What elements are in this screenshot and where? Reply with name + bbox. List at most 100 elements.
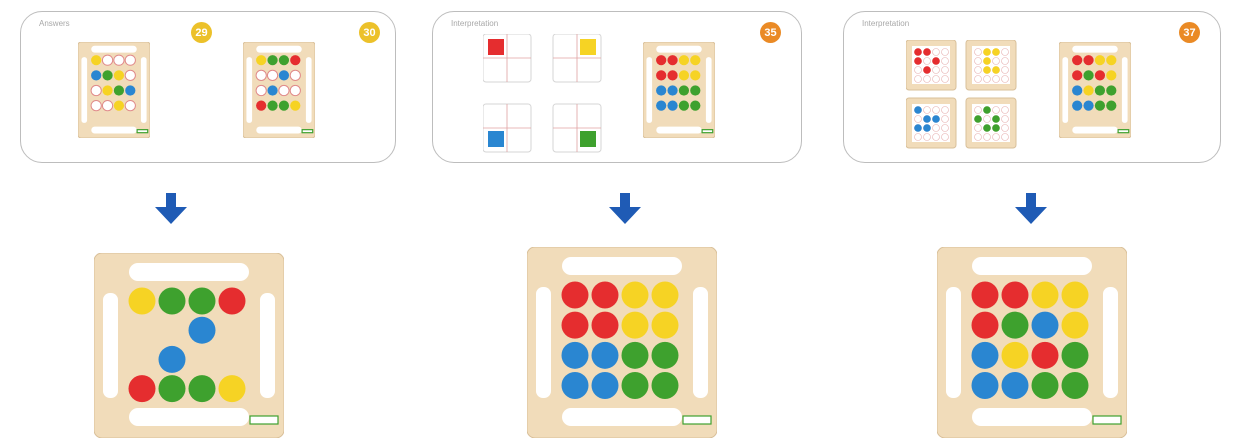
mini-peg-hole xyxy=(984,116,991,123)
down-arrow-icon xyxy=(608,193,642,225)
mini-peg-hole xyxy=(933,67,940,74)
color-square xyxy=(488,39,504,55)
board-peg xyxy=(667,55,677,65)
board-slot xyxy=(260,293,275,398)
mini-quadrant-boards xyxy=(906,40,1021,152)
board-peg xyxy=(279,55,289,65)
board-peg xyxy=(125,55,135,65)
board-peg xyxy=(656,70,666,80)
small-board xyxy=(643,42,715,138)
board-peg xyxy=(592,282,619,309)
board-peg xyxy=(267,85,277,95)
mini-peg-hole xyxy=(942,67,949,74)
small-board xyxy=(243,42,315,138)
puzzle-number-badge: 35 xyxy=(760,22,781,43)
board-slot xyxy=(656,127,701,134)
board-peg xyxy=(102,101,112,111)
board-peg xyxy=(679,70,689,80)
mini-peg xyxy=(923,124,931,132)
board-peg xyxy=(1062,372,1089,399)
board-peg xyxy=(102,55,112,65)
mini-peg-hole xyxy=(975,49,982,56)
mini-peg xyxy=(983,106,991,114)
board-slot xyxy=(129,263,249,281)
brand-sticker xyxy=(1118,130,1129,133)
mini-peg-hole xyxy=(924,58,931,65)
mini-peg-hole xyxy=(975,76,982,83)
board-peg xyxy=(972,312,999,339)
solution-board xyxy=(937,247,1127,438)
board-slot xyxy=(1103,287,1118,398)
mini-peg-hole xyxy=(975,58,982,65)
board-slot xyxy=(946,287,961,398)
mini-peg-hole xyxy=(975,107,982,114)
mini-peg-hole xyxy=(1002,125,1009,132)
mini-peg-hole xyxy=(993,107,1000,114)
board-peg xyxy=(114,55,124,65)
mini-peg-hole xyxy=(924,76,931,83)
down-arrow-icon xyxy=(154,193,188,225)
board-peg xyxy=(1002,312,1029,339)
board-peg xyxy=(690,70,700,80)
board-peg xyxy=(1095,85,1105,95)
board-peg xyxy=(125,85,135,95)
board-slot xyxy=(706,57,712,123)
mini-peg-hole xyxy=(993,134,1000,141)
mini-peg xyxy=(923,48,931,56)
board-slot xyxy=(1122,57,1128,123)
board-peg xyxy=(656,101,666,111)
board-peg xyxy=(114,85,124,95)
board-peg xyxy=(102,85,112,95)
board-peg xyxy=(1062,312,1089,339)
mini-peg-hole xyxy=(975,67,982,74)
board-peg xyxy=(592,312,619,339)
board-peg xyxy=(159,288,186,315)
board-peg xyxy=(1095,55,1105,65)
board-peg xyxy=(290,101,300,111)
board-peg xyxy=(1002,372,1029,399)
board-slot xyxy=(1062,57,1068,123)
board-peg xyxy=(1072,70,1082,80)
board-peg xyxy=(1095,70,1105,80)
board-peg xyxy=(1062,342,1089,369)
board-peg xyxy=(219,375,246,402)
board-peg xyxy=(256,101,266,111)
mini-peg xyxy=(983,66,991,74)
panel-label: Answers xyxy=(39,19,70,28)
board-peg xyxy=(189,288,216,315)
small-board xyxy=(78,42,150,138)
brand-sticker xyxy=(702,130,713,133)
mini-peg-hole xyxy=(1002,58,1009,65)
mini-peg-hole xyxy=(933,76,940,83)
mini-peg-hole xyxy=(942,134,949,141)
board-peg xyxy=(652,312,679,339)
board-peg xyxy=(562,372,589,399)
board-peg xyxy=(1032,282,1059,309)
mini-peg-hole xyxy=(1002,67,1009,74)
board-peg xyxy=(91,70,101,80)
board-peg xyxy=(256,55,266,65)
board-peg xyxy=(667,85,677,95)
board-peg xyxy=(219,288,246,315)
down-arrow-icon xyxy=(1014,193,1048,225)
board-peg xyxy=(972,342,999,369)
board-peg xyxy=(562,312,589,339)
board-peg xyxy=(1072,101,1082,111)
board-slot xyxy=(1072,46,1117,53)
mini-peg-hole xyxy=(993,76,1000,83)
board-peg xyxy=(129,375,156,402)
mini-peg-hole xyxy=(984,134,991,141)
board-peg xyxy=(592,372,619,399)
board-peg xyxy=(91,85,101,95)
mini-peg-hole xyxy=(933,49,940,56)
board-peg xyxy=(91,55,101,65)
board-peg xyxy=(1083,55,1093,65)
board-peg xyxy=(256,70,266,80)
board-peg xyxy=(622,372,649,399)
board-peg xyxy=(1032,312,1059,339)
board-peg xyxy=(622,282,649,309)
board-peg xyxy=(91,101,101,111)
board-slot xyxy=(972,408,1092,426)
board-peg xyxy=(1083,85,1093,95)
board-slot xyxy=(141,57,147,123)
